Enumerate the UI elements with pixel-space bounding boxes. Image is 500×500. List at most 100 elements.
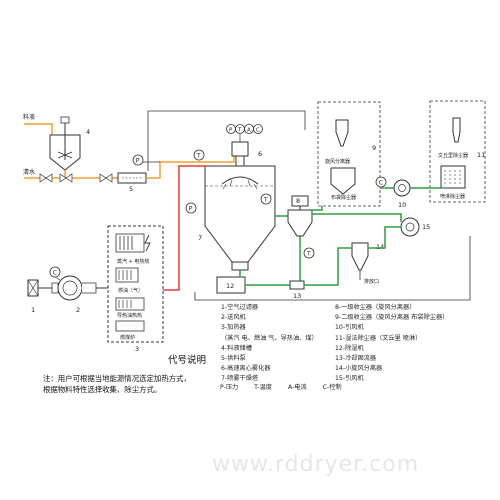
venturi-scrubber — [452, 117, 461, 143]
bag-filter-label: 布袋除尘器 — [331, 194, 356, 201]
legend-item: 14-小旋风分离器 — [335, 365, 383, 373]
svg-text:C: C — [53, 270, 57, 277]
abbr-current: A-电流 — [287, 384, 307, 391]
svg-text:P: P — [229, 128, 233, 134]
heater-number: 3 — [135, 345, 139, 353]
svg-text:T: T — [237, 128, 242, 134]
valve — [59, 173, 73, 183]
footnote-line: 注：用户可根据当地能源情况选定加热方式， — [43, 374, 191, 383]
fan-number: 15 — [422, 223, 430, 231]
hot-air-duct — [163, 165, 205, 291]
legend-item: 11-湿法除尘器（文丘里 喷淋） — [335, 334, 422, 342]
instrument-panel: P T A C — [226, 124, 263, 142]
svg-text:P: P — [136, 158, 140, 165]
footnote-line: 根据物料特性选择收集、除尘方式。 — [43, 385, 162, 394]
cooler-number: 13 — [293, 292, 301, 300]
valve — [99, 173, 113, 183]
svg-text:C: C — [379, 180, 383, 187]
blower-number: 2 — [76, 306, 80, 314]
svg-text:T: T — [196, 153, 201, 160]
tower-number: 7 — [198, 234, 202, 242]
air-filter — [27, 279, 39, 297]
legend-item: 6-高速离心雾化器 — [221, 365, 271, 373]
tank-number: 4 — [86, 128, 90, 136]
legend-item: 2-送风机 — [221, 314, 246, 322]
cyclone-exhaust-line — [312, 213, 402, 222]
legend-item: 12-除湿机 — [335, 344, 364, 352]
wet-scrubber-frame — [429, 100, 486, 203]
to-collector-line — [312, 206, 323, 211]
legend-title: 代号说明 — [168, 355, 207, 366]
legend-item: 7-喷雾干燥塔 — [221, 375, 259, 383]
legend-right-column: 8-一级收尘器（旋风分离器） 9-二级收尘器（旋风分离器 布袋除尘器） 10-引… — [335, 303, 448, 385]
legend-item: 9-二级收尘器（旋风分离器 布袋除尘器） — [335, 314, 449, 322]
footnote: 注：用户可根据当地能源情况选定加热方式， 根据物料特性选择收集、除尘方式。 — [43, 373, 191, 395]
svg-text:T: T — [263, 197, 268, 204]
spray-scrubber — [440, 165, 466, 189]
atomizer-number: 6 — [258, 150, 262, 158]
temperature-sensor-icon: T — [193, 149, 205, 161]
legend-item: 1-空气过滤器 — [221, 304, 259, 311]
pressure-gauge-icon: P — [132, 154, 160, 166]
legend-item: 4-料液储槽 — [221, 344, 252, 352]
small-cyclone-number: 14 — [376, 243, 384, 251]
process-enclosure-line — [194, 236, 471, 301]
cooling-return-line — [304, 247, 352, 286]
heater-option-oil: 导热油热热 — [117, 312, 142, 319]
temperature-sensor-icon: T — [303, 247, 315, 259]
heater-option-fuel: 燃油（气） — [118, 287, 143, 294]
small-cyclone-to-fan-line — [368, 226, 401, 249]
heater-option-steam: 蒸汽 + 电热热 — [117, 258, 149, 265]
material-liquid-label: 料液 — [23, 113, 35, 121]
filter-number: 1 — [31, 306, 35, 314]
clean-water-label: 清水 — [23, 168, 35, 176]
svg-text:P: P — [189, 206, 193, 213]
atomizer — [231, 141, 249, 167]
id-fan-number: 10 — [398, 201, 406, 209]
secondary-collector-frame — [317, 101, 381, 207]
primary-cyclone — [287, 195, 313, 237]
cyclone-separator-label: 旋风分离器 — [325, 158, 350, 165]
control-icon: C — [49, 266, 61, 281]
svg-text:C: C — [256, 128, 260, 134]
legend-left-column: 1-空气过滤器 2-送风机 3-加热器 （蒸汽 电、燃油 气、导热油、煤） 4-… — [221, 303, 318, 385]
discharge-label: 排放口 — [364, 278, 379, 285]
secondary-cyclone — [335, 119, 349, 147]
legend-item: （蒸汽 电、燃油 气、导热油、煤） — [221, 334, 318, 342]
scrubber-number: 11 — [477, 151, 485, 159]
cyclone-number: 8 — [296, 197, 300, 205]
feed-inlet-line — [24, 123, 53, 135]
feed-tank — [49, 116, 81, 171]
supply-blower — [51, 275, 97, 301]
watermark: www.rddryer.com — [212, 452, 420, 477]
abbr-temperature: T-温度 — [254, 384, 272, 391]
valve — [39, 173, 53, 183]
bag-filter — [330, 167, 356, 195]
pump-number: 5 — [129, 185, 133, 193]
legend-item: 3-加热器 — [221, 324, 246, 332]
small-cyclone — [351, 242, 369, 280]
exhaust-fan — [400, 217, 420, 237]
legend-item: 8-一级收尘器（旋风分离器） — [335, 304, 416, 311]
venturi-label: 文丘里除尘器 — [438, 152, 468, 159]
induced-draft-fan — [393, 179, 411, 197]
abbr-pressure: P-压力 — [220, 384, 239, 391]
abbr-control: C-控制 — [322, 384, 342, 391]
legend-item: 10-引风机 — [335, 324, 364, 332]
furnace-label: 燃煤炉 — [120, 334, 135, 341]
drying-tower — [204, 165, 276, 271]
legend-item: 13-冷却固流器 — [335, 355, 377, 363]
abbreviation-row: P-压力 T-温度 A-电流 C-控制 — [220, 382, 356, 391]
cooling-fluidizer — [289, 280, 305, 290]
spray-scrubber-label: 喷淋除尘器 — [440, 193, 465, 200]
dehumidifier-number: 12 — [226, 282, 234, 290]
legend-item: 5-供料泵 — [221, 355, 246, 363]
dashed-enclosure — [147, 110, 306, 171]
svg-text:A: A — [247, 128, 251, 134]
temperature-sensor-icon: T — [260, 193, 272, 205]
svg-text:T: T — [306, 251, 311, 258]
feed-pump — [117, 172, 147, 184]
legend-item: 15-引风机 — [335, 375, 364, 383]
heater — [107, 225, 164, 343]
